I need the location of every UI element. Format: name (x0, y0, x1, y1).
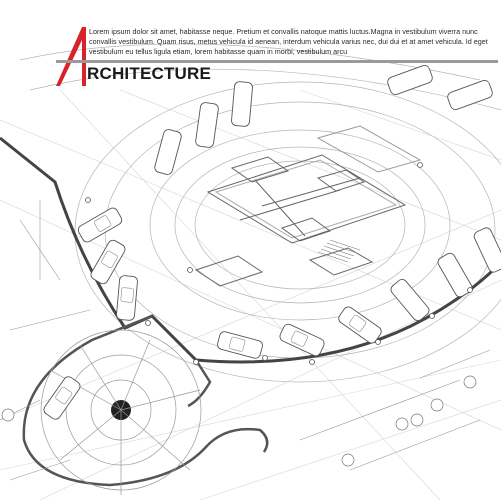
stairs (317, 239, 361, 263)
page-title: RCHITECTURE (87, 64, 212, 83)
plaza-outline (22, 314, 269, 487)
circulation-arcs (19, 43, 501, 383)
plaza-inner-edge (187, 359, 212, 408)
central-building (194, 125, 422, 287)
header-body-text: Lorem ipsum dolor sit amet, habitasse ne… (89, 27, 488, 56)
parked-cars (43, 64, 501, 420)
construction-lines (0, 89, 501, 500)
header-rule (56, 60, 498, 63)
building-outline (0, 136, 501, 364)
car-windows (55, 215, 367, 405)
column-markers (85, 162, 473, 365)
roundabout (40, 329, 202, 495)
grid-bubbles (1, 375, 477, 467)
logo-mark (56, 27, 86, 86)
